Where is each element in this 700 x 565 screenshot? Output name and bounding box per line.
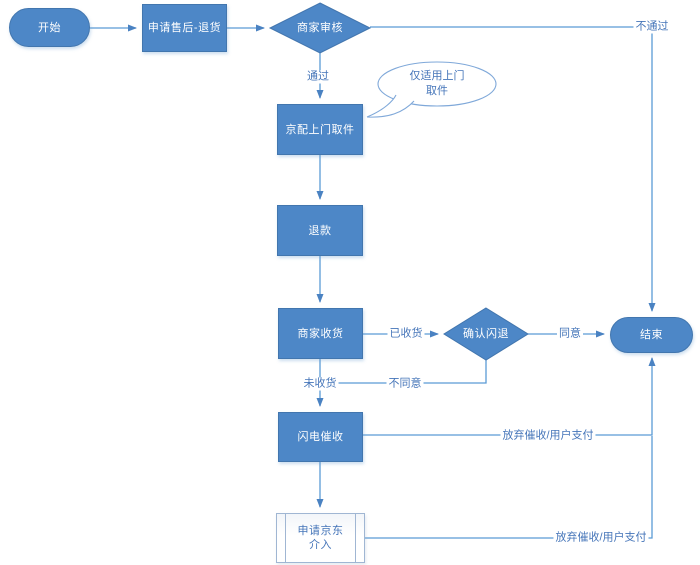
- callout-bubble: [366, 61, 497, 118]
- predefined-process-right-bar: [355, 514, 356, 562]
- edge-label-goods-received: 已收货: [387, 327, 425, 341]
- apply-after-sales-return-node: 申请售后-退货: [142, 4, 227, 52]
- merchant-receive-goods-node: 商家收货: [278, 308, 363, 359]
- start-node: 开始: [9, 8, 90, 47]
- end-node: 结束: [610, 317, 693, 353]
- edge-label-abandon-collection-1: 放弃催收/用户支付: [500, 429, 596, 443]
- confirm-flash-refund-diamond: [443, 307, 529, 361]
- merchant-receive-goods-label: 商家收货: [297, 327, 344, 340]
- lightning-collection-label: 闪电催收: [297, 431, 344, 443]
- edge-label-not-passed: 不通过: [633, 20, 671, 34]
- refund-node: 退款: [277, 205, 363, 256]
- edge-confirm-disagree: [321, 360, 487, 384]
- edge-label-abandon-collection-2: 放弃催收/用户支付: [553, 531, 649, 545]
- edge-label-agree: 同意: [557, 327, 583, 341]
- callout-text: 仅适用上门 取件: [409, 70, 465, 97]
- apply-jd-intervention-node: 申请京东 介入: [276, 513, 365, 563]
- lightning-collection-node: 闪电催收: [278, 412, 363, 462]
- edge-intervention-to-end: [365, 436, 653, 539]
- jd-home-pickup-label: 京配上门取件: [285, 123, 355, 136]
- apply-jd-intervention-label: 申请京东 介入: [297, 525, 344, 551]
- merchant-review-diamond: [268, 2, 372, 54]
- edge-label-disagree: 不同意: [386, 377, 424, 391]
- edge-collection-to-end: [363, 357, 656, 436]
- confirm-flash-refund-label: 确认闪退: [463, 328, 509, 340]
- jd-home-pickup-node: 京配上门取件: [277, 104, 363, 155]
- edge-label-goods-not-received: 未收货: [301, 377, 339, 391]
- end-label: 结束: [640, 329, 663, 341]
- refund-label: 退款: [308, 224, 332, 237]
- merchant-review-label: 商家审核: [297, 22, 343, 34]
- apply-after-sales-return-label: 申请售后-退货: [147, 22, 222, 34]
- edge-label-passed: 通过: [305, 70, 331, 84]
- start-label: 开始: [38, 21, 61, 34]
- predefined-process-left-bar: [285, 514, 286, 562]
